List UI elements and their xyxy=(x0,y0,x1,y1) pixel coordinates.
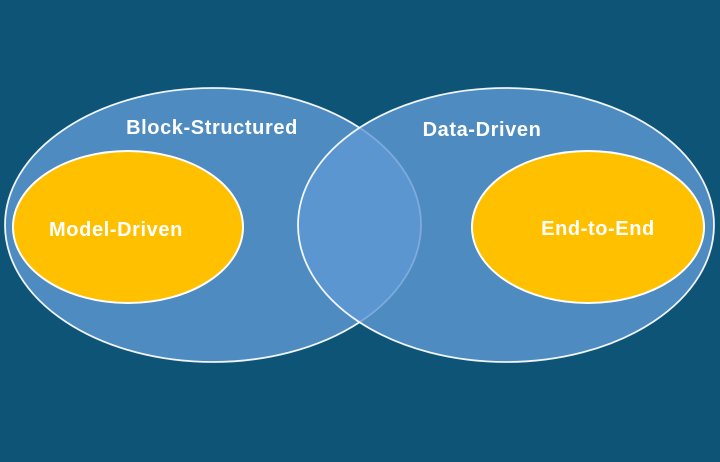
left-subset-label: Model-Driven xyxy=(49,219,183,241)
left-set-label: Block-Structured xyxy=(126,117,298,139)
right-set-label: Data-Driven xyxy=(423,119,542,141)
right-subset-ellipse xyxy=(471,150,705,304)
left-subset-ellipse xyxy=(12,150,244,304)
right-subset-label: End-to-End xyxy=(541,218,655,240)
